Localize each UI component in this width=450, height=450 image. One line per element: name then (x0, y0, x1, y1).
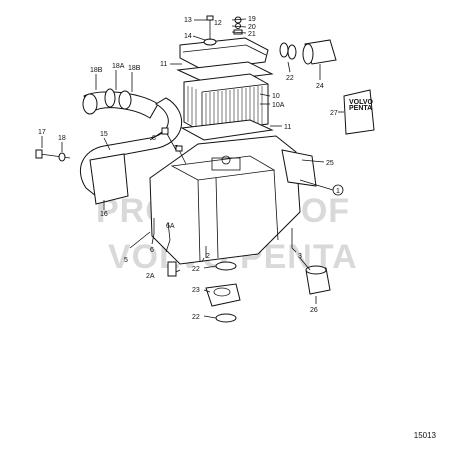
callout-23: 23 (192, 287, 200, 294)
callout-14: 14 (184, 33, 192, 40)
outlet-pipe (302, 39, 337, 65)
intake-hose (82, 88, 159, 119)
diagram-number: 15013 (413, 431, 436, 440)
callout-22-low: 22 (192, 314, 200, 321)
callout-18b-right: 18B (128, 65, 141, 72)
elbow-flange (89, 153, 129, 205)
temperature-sensor (299, 257, 331, 295)
callout-18a: 18A (112, 63, 125, 70)
o-ring-lower (215, 313, 237, 323)
callout-2: 2 (206, 253, 210, 260)
studs (153, 127, 293, 248)
callout-6: 6 (150, 247, 154, 254)
brand-line-1: VOLVO (349, 99, 374, 106)
callout-19: 19 (248, 16, 256, 23)
brand-line-2: PENTA (349, 105, 372, 112)
callout-15: 15 (100, 131, 108, 138)
drain-plug (167, 246, 207, 277)
callout-11-top: 11 (160, 61, 167, 68)
callout-10: 10 (272, 93, 280, 100)
side-flange (281, 149, 317, 187)
callout-20: 20 (248, 24, 256, 31)
callout-18b-left: 18B (90, 67, 103, 74)
callout-25: 25 (326, 160, 334, 167)
callout-22-mid: 22 (192, 266, 200, 273)
callout-2a: 2A (146, 273, 155, 280)
gasket-upper (176, 61, 274, 83)
callout-24: 24 (316, 83, 324, 90)
callout-5: 5 (124, 257, 128, 264)
callout-1: 1 (336, 188, 340, 195)
callout-16: 16 (100, 211, 108, 218)
callout-18: 18 (58, 135, 66, 142)
gasket-lower (180, 119, 274, 141)
callout-27: 27 (330, 110, 338, 117)
callout-7: 7 (174, 145, 178, 152)
callout-6a: 6A (166, 223, 175, 230)
callout-3: 3 (298, 253, 302, 260)
callout-17: 17 (38, 129, 46, 136)
callout-13: 13 (184, 17, 192, 24)
leader-lines (41, 18, 344, 319)
callout-8: 8 (152, 135, 156, 142)
bolt (206, 15, 214, 40)
charge-air-cooler-housing (149, 135, 301, 265)
callout-12: 12 (214, 20, 222, 27)
callout-11-mid: 11 (284, 124, 291, 131)
callout-22-top: 22 (286, 75, 294, 82)
callout-labels: 13 14 12 19 20 21 11 10 10A 11 22 24 27 … (38, 16, 340, 321)
callout-21: 21 (248, 31, 256, 38)
flange-bolt (35, 149, 71, 162)
drain-adapter (205, 283, 241, 307)
volvo-penta-manual: VOLVO PENTA (343, 89, 375, 135)
o-ring-middle (215, 261, 237, 271)
o-rings-upper (279, 42, 297, 60)
callout-26: 26 (310, 307, 318, 314)
callout-10a: 10A (272, 102, 285, 109)
